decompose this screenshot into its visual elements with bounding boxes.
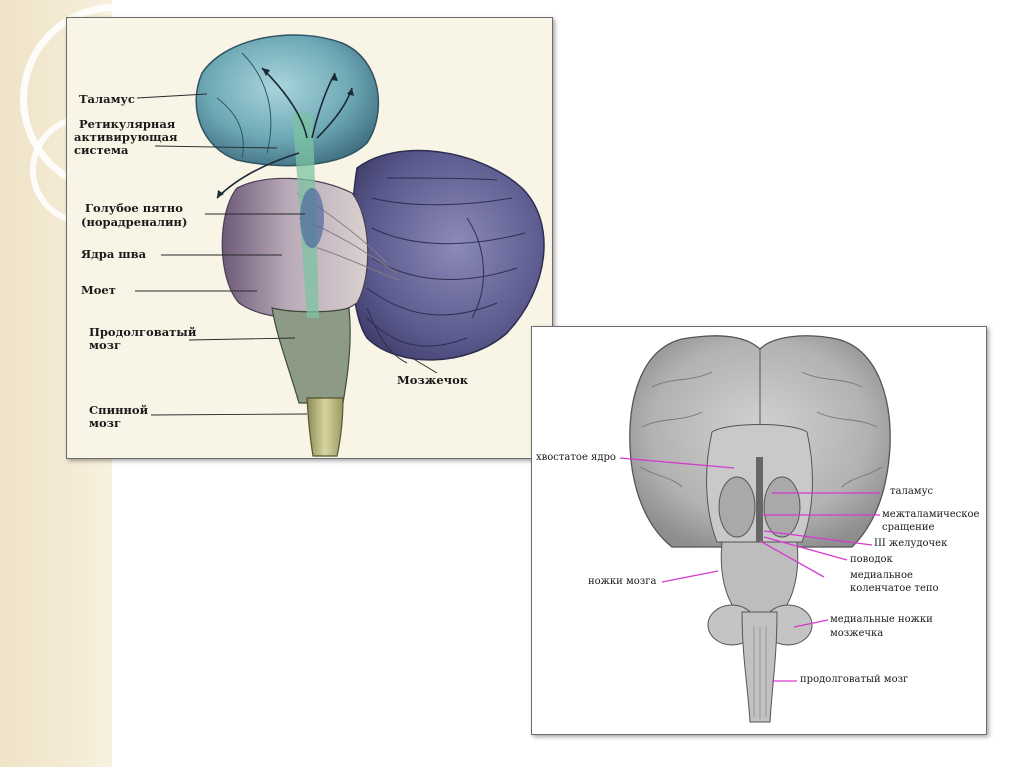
third-ventricle [756, 457, 763, 547]
label-medulla-line1: Продолговатый [89, 325, 197, 339]
label-medulla-oblongata: продолговатый мозг [800, 674, 909, 685]
label-locus-coeruleus-line2: (норадреналин) [81, 215, 188, 229]
medulla [741, 611, 778, 723]
label-cerebral-peduncles: ножки мозга [588, 576, 657, 587]
thalamus-shape [195, 34, 380, 167]
label-caudate-nucleus: хвостатое ядро [536, 452, 616, 463]
label-reticular-line1: Ретикулярная [79, 117, 176, 131]
label-pons: Моет [81, 283, 116, 297]
left-thalamus [718, 476, 756, 538]
brain-dissection-panel: хвостатое ядро таламус межталамическое с… [531, 326, 987, 735]
label-medial-cerebellar-peduncles-line2: мозжечка [830, 628, 884, 639]
midbrain [720, 541, 799, 613]
label-medial-geniculate-line1: медиальное [850, 570, 913, 581]
label-medial-cerebellar-peduncles-line1: медиальные ножки [830, 614, 933, 625]
label-interthalamic-adhesion-line1: межталамическое [882, 509, 980, 520]
label-spinal-cord-line1: Спинной [89, 403, 149, 417]
brainstem-diagram-panel: Таламус Ретикулярная активирующая систем… [66, 17, 553, 459]
medulla-striations [753, 627, 767, 719]
right-thalamus [763, 476, 801, 538]
medulla-shape [271, 307, 351, 404]
locus-coeruleus-shape [300, 188, 324, 248]
label-raphe-nuclei: Ядра шва [81, 247, 147, 261]
label-reticular-line3: система [74, 143, 129, 157]
brain-dissection-illustration [619, 335, 891, 723]
label-reticular-line2: активирующая [74, 130, 178, 144]
gyri-lines [639, 371, 883, 488]
brainstem-illustration [135, 34, 545, 457]
label-thalamus: таламус [890, 486, 934, 497]
label-medial-geniculate-line2: коленчатое тепо [850, 583, 939, 594]
label-locus-coeruleus-line1: Голубое пятно [85, 201, 183, 215]
leader-lines [135, 93, 438, 416]
label-spinal-cord-line2: мозг [89, 416, 122, 430]
arrow-heads [217, 68, 354, 198]
cerebellum-shape [350, 149, 545, 364]
label-interthalamic-adhesion-line2: сращение [882, 522, 935, 533]
label-medulla-line2: мозг [89, 338, 122, 352]
spinal-cord-shape [306, 397, 344, 457]
label-cerebellum: Мозжечок [397, 373, 469, 387]
label-thalamus: Таламус [79, 92, 135, 106]
magenta-leader-lines [619, 457, 880, 682]
label-habenula: поводок [850, 554, 893, 565]
label-third-ventricle: III желудочек [874, 538, 948, 549]
